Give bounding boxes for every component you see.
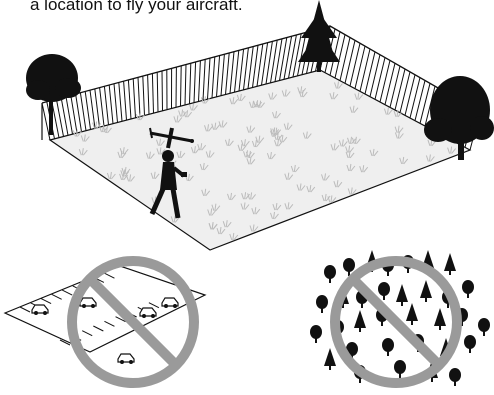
tree-left-icon	[26, 54, 81, 135]
parking-lot-illustration	[5, 261, 205, 383]
pine-tree-icon	[298, 0, 340, 72]
open-field-illustration	[26, 0, 494, 250]
forest-illustration	[310, 250, 490, 386]
